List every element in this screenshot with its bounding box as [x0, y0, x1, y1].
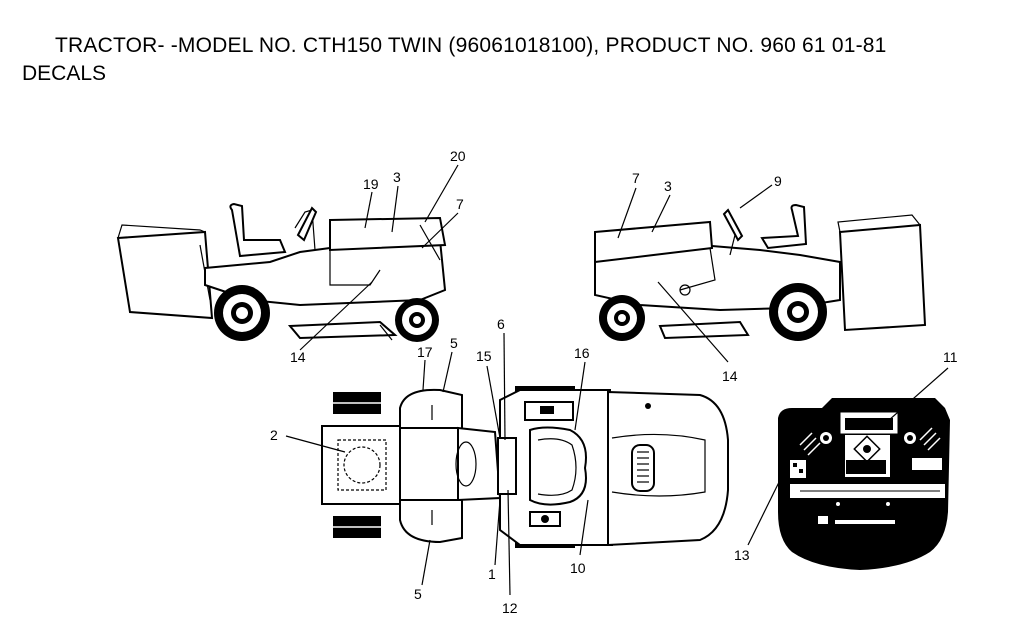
tractor-top-view: 17 5 15 6 16 2 5 1 12 10	[270, 316, 729, 616]
hood-top	[607, 390, 729, 547]
seat	[229, 202, 287, 258]
grass-bag-top	[321, 425, 401, 505]
mower-deck	[287, 320, 398, 340]
callout-17: 17	[417, 344, 433, 360]
callout-9: 9	[774, 173, 782, 189]
callout-3: 3	[393, 169, 401, 185]
callout-19: 19	[363, 176, 379, 192]
callout-12: 12	[502, 600, 518, 616]
callout-3: 3	[664, 178, 672, 194]
callout-14: 14	[290, 349, 306, 365]
mower-deck	[658, 320, 750, 340]
throttle-decal	[790, 460, 806, 478]
control-panel-view: 11 13	[734, 349, 958, 570]
fender-bottom	[399, 499, 463, 544]
section-title: DECALS	[22, 62, 107, 85]
steering-wheel	[722, 208, 744, 242]
callout-5: 5	[450, 335, 458, 351]
hood	[329, 216, 447, 252]
callout-2: 2	[270, 427, 278, 443]
callout-16: 16	[574, 345, 590, 361]
grass-bag	[116, 230, 214, 320]
seat-top	[529, 426, 587, 506]
callout-11: 11	[943, 349, 958, 365]
seat	[760, 203, 808, 250]
grass-bag	[838, 223, 927, 332]
page-title: TRACTOR- -MODEL NO. CTH150 TWIN (9606101…	[55, 34, 887, 57]
callout-14: 14	[722, 368, 738, 384]
callout-1: 1	[488, 566, 496, 582]
callout-20: 20	[450, 148, 466, 164]
callout-7: 7	[632, 170, 640, 186]
callout-5: 5	[414, 586, 422, 602]
tractor-right-view: 7 3 9 14	[594, 170, 927, 384]
steering-wheel	[296, 206, 318, 242]
callout-10: 10	[570, 560, 586, 576]
tractor-left-view: 19 3 20 7 14	[116, 148, 466, 365]
callout-6: 6	[497, 316, 505, 332]
fender-top	[399, 388, 463, 431]
callout-7: 7	[456, 196, 464, 212]
callout-13: 13	[734, 547, 750, 563]
callout-15: 15	[476, 348, 492, 364]
hood	[594, 220, 714, 264]
